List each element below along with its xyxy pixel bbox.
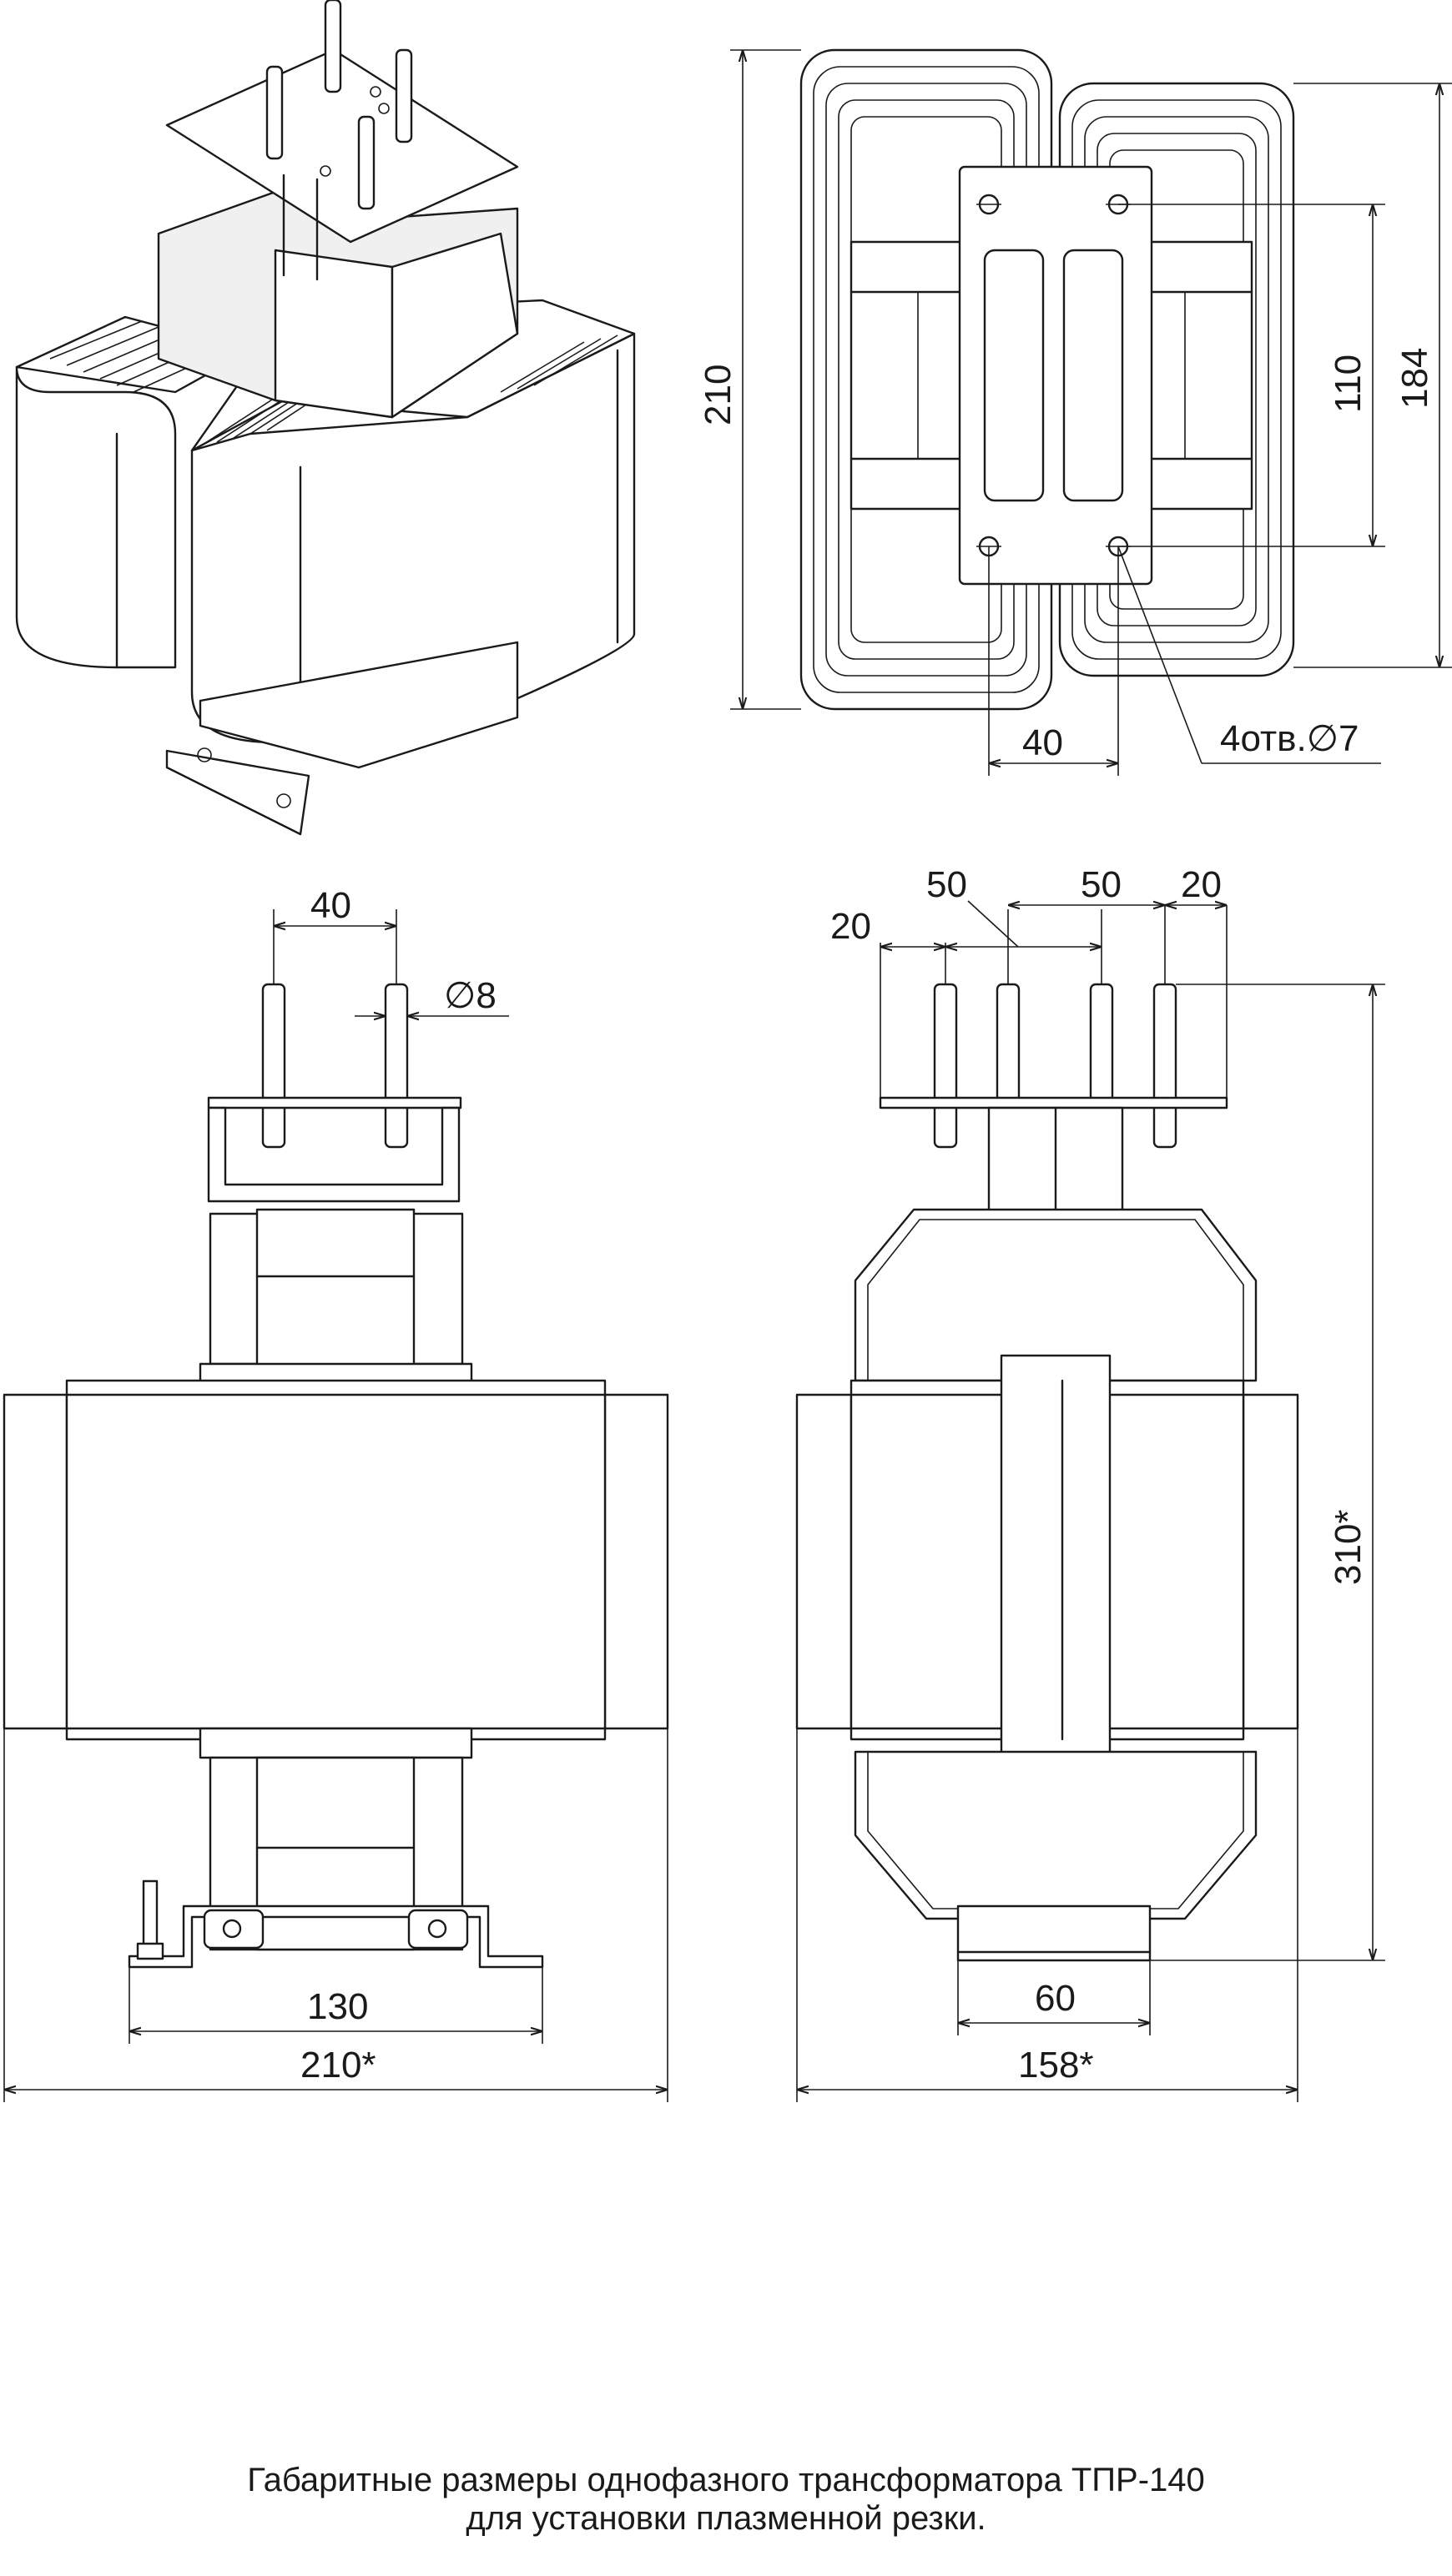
dim-side-50-right: 50 (1081, 864, 1122, 905)
dim-side-310: 310* (1328, 1509, 1369, 1585)
dim-front-diameter: ∅8 (444, 975, 497, 1016)
caption-line-1: Габаритные размеры однофазного трансформ… (247, 2462, 1205, 2498)
dim-side-20-right: 20 (1181, 864, 1222, 905)
front-view: 40 ∅8 130 210* (3, 885, 669, 2102)
dim-side-158: 158* (1018, 2045, 1094, 2085)
dim-front-130: 130 (307, 1986, 368, 2027)
dim-front-210: 210* (300, 2045, 376, 2085)
dim-top-holes-note: 4отв.∅7 (1220, 718, 1359, 759)
dim-side-60: 60 (1035, 1978, 1076, 2019)
caption: Габаритные размеры однофазного трансформ… (0, 2461, 1452, 2538)
dim-side-20-left: 20 (830, 906, 871, 947)
caption-line-2: для установки плазменной резки. (466, 2500, 986, 2537)
dim-top-184: 184 (1394, 348, 1435, 409)
top-view: 210 184 110 40 4отв.∅7 (698, 48, 1452, 776)
dim-top-210: 210 (698, 365, 739, 425)
dim-front-40: 40 (310, 885, 351, 926)
dim-side-50-left: 50 (926, 864, 967, 905)
dim-top-40: 40 (1022, 722, 1063, 763)
dim-top-110: 110 (1328, 355, 1369, 413)
isometric-view (15, 0, 636, 836)
side-view: 20 50 50 20 310* 60 158* (795, 864, 1385, 2102)
